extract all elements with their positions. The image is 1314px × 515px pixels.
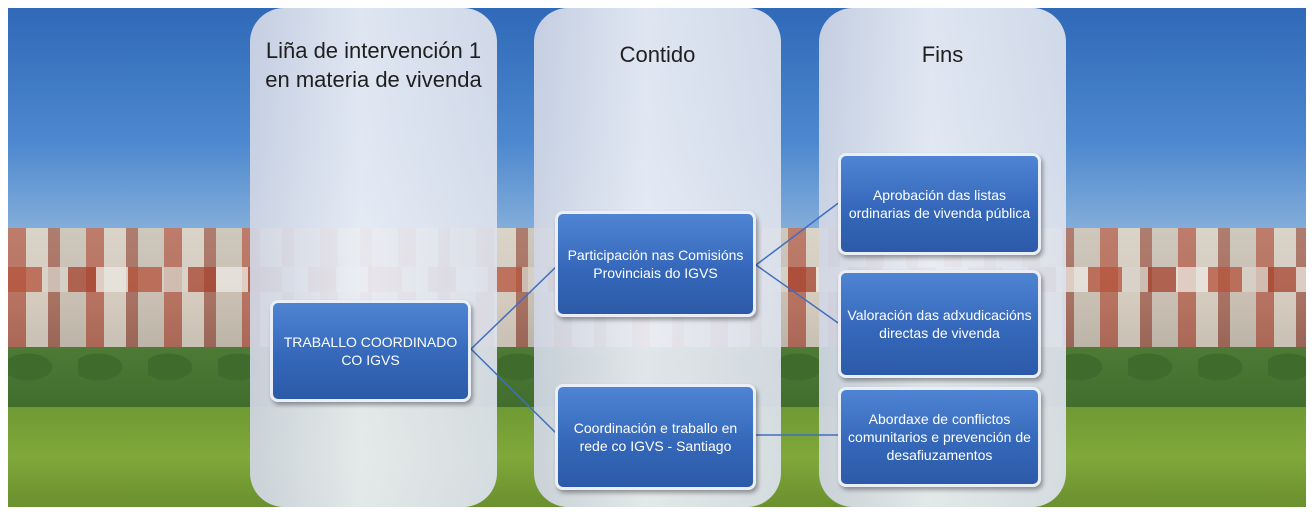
column-intervention-line: Liña de intervención 1 en materia de viv… (250, 8, 497, 507)
box-valuation: Valoración das adxudicacións directas de… (838, 270, 1041, 378)
box-conflicts: Abordaxe de conflictos comunitarios e pr… (838, 387, 1041, 487)
box-coordination: Coordinación e traballo en rede co IGVS … (555, 384, 756, 490)
connector-root-participation (470, 264, 559, 350)
background-photo: Liña de intervención 1 en materia de viv… (8, 8, 1306, 507)
column-title-content: Contido (619, 42, 696, 67)
connector-lines (470, 200, 842, 436)
box-approval: Aprobación das listas ordinarias de vive… (838, 153, 1041, 255)
column-title-aims: Fins (921, 42, 964, 67)
connector-root-coordination (470, 348, 559, 436)
box-participation: Participación nas Comisións Provinciais … (555, 211, 756, 317)
box-root: TRABALLO COORDINADO CO IGVS (270, 300, 471, 402)
column-title-intervention-line: Liña de intervención 1 en materia de viv… (265, 38, 482, 92)
connector-participation-valuation (755, 264, 842, 326)
connector-participation-approval (755, 200, 842, 266)
